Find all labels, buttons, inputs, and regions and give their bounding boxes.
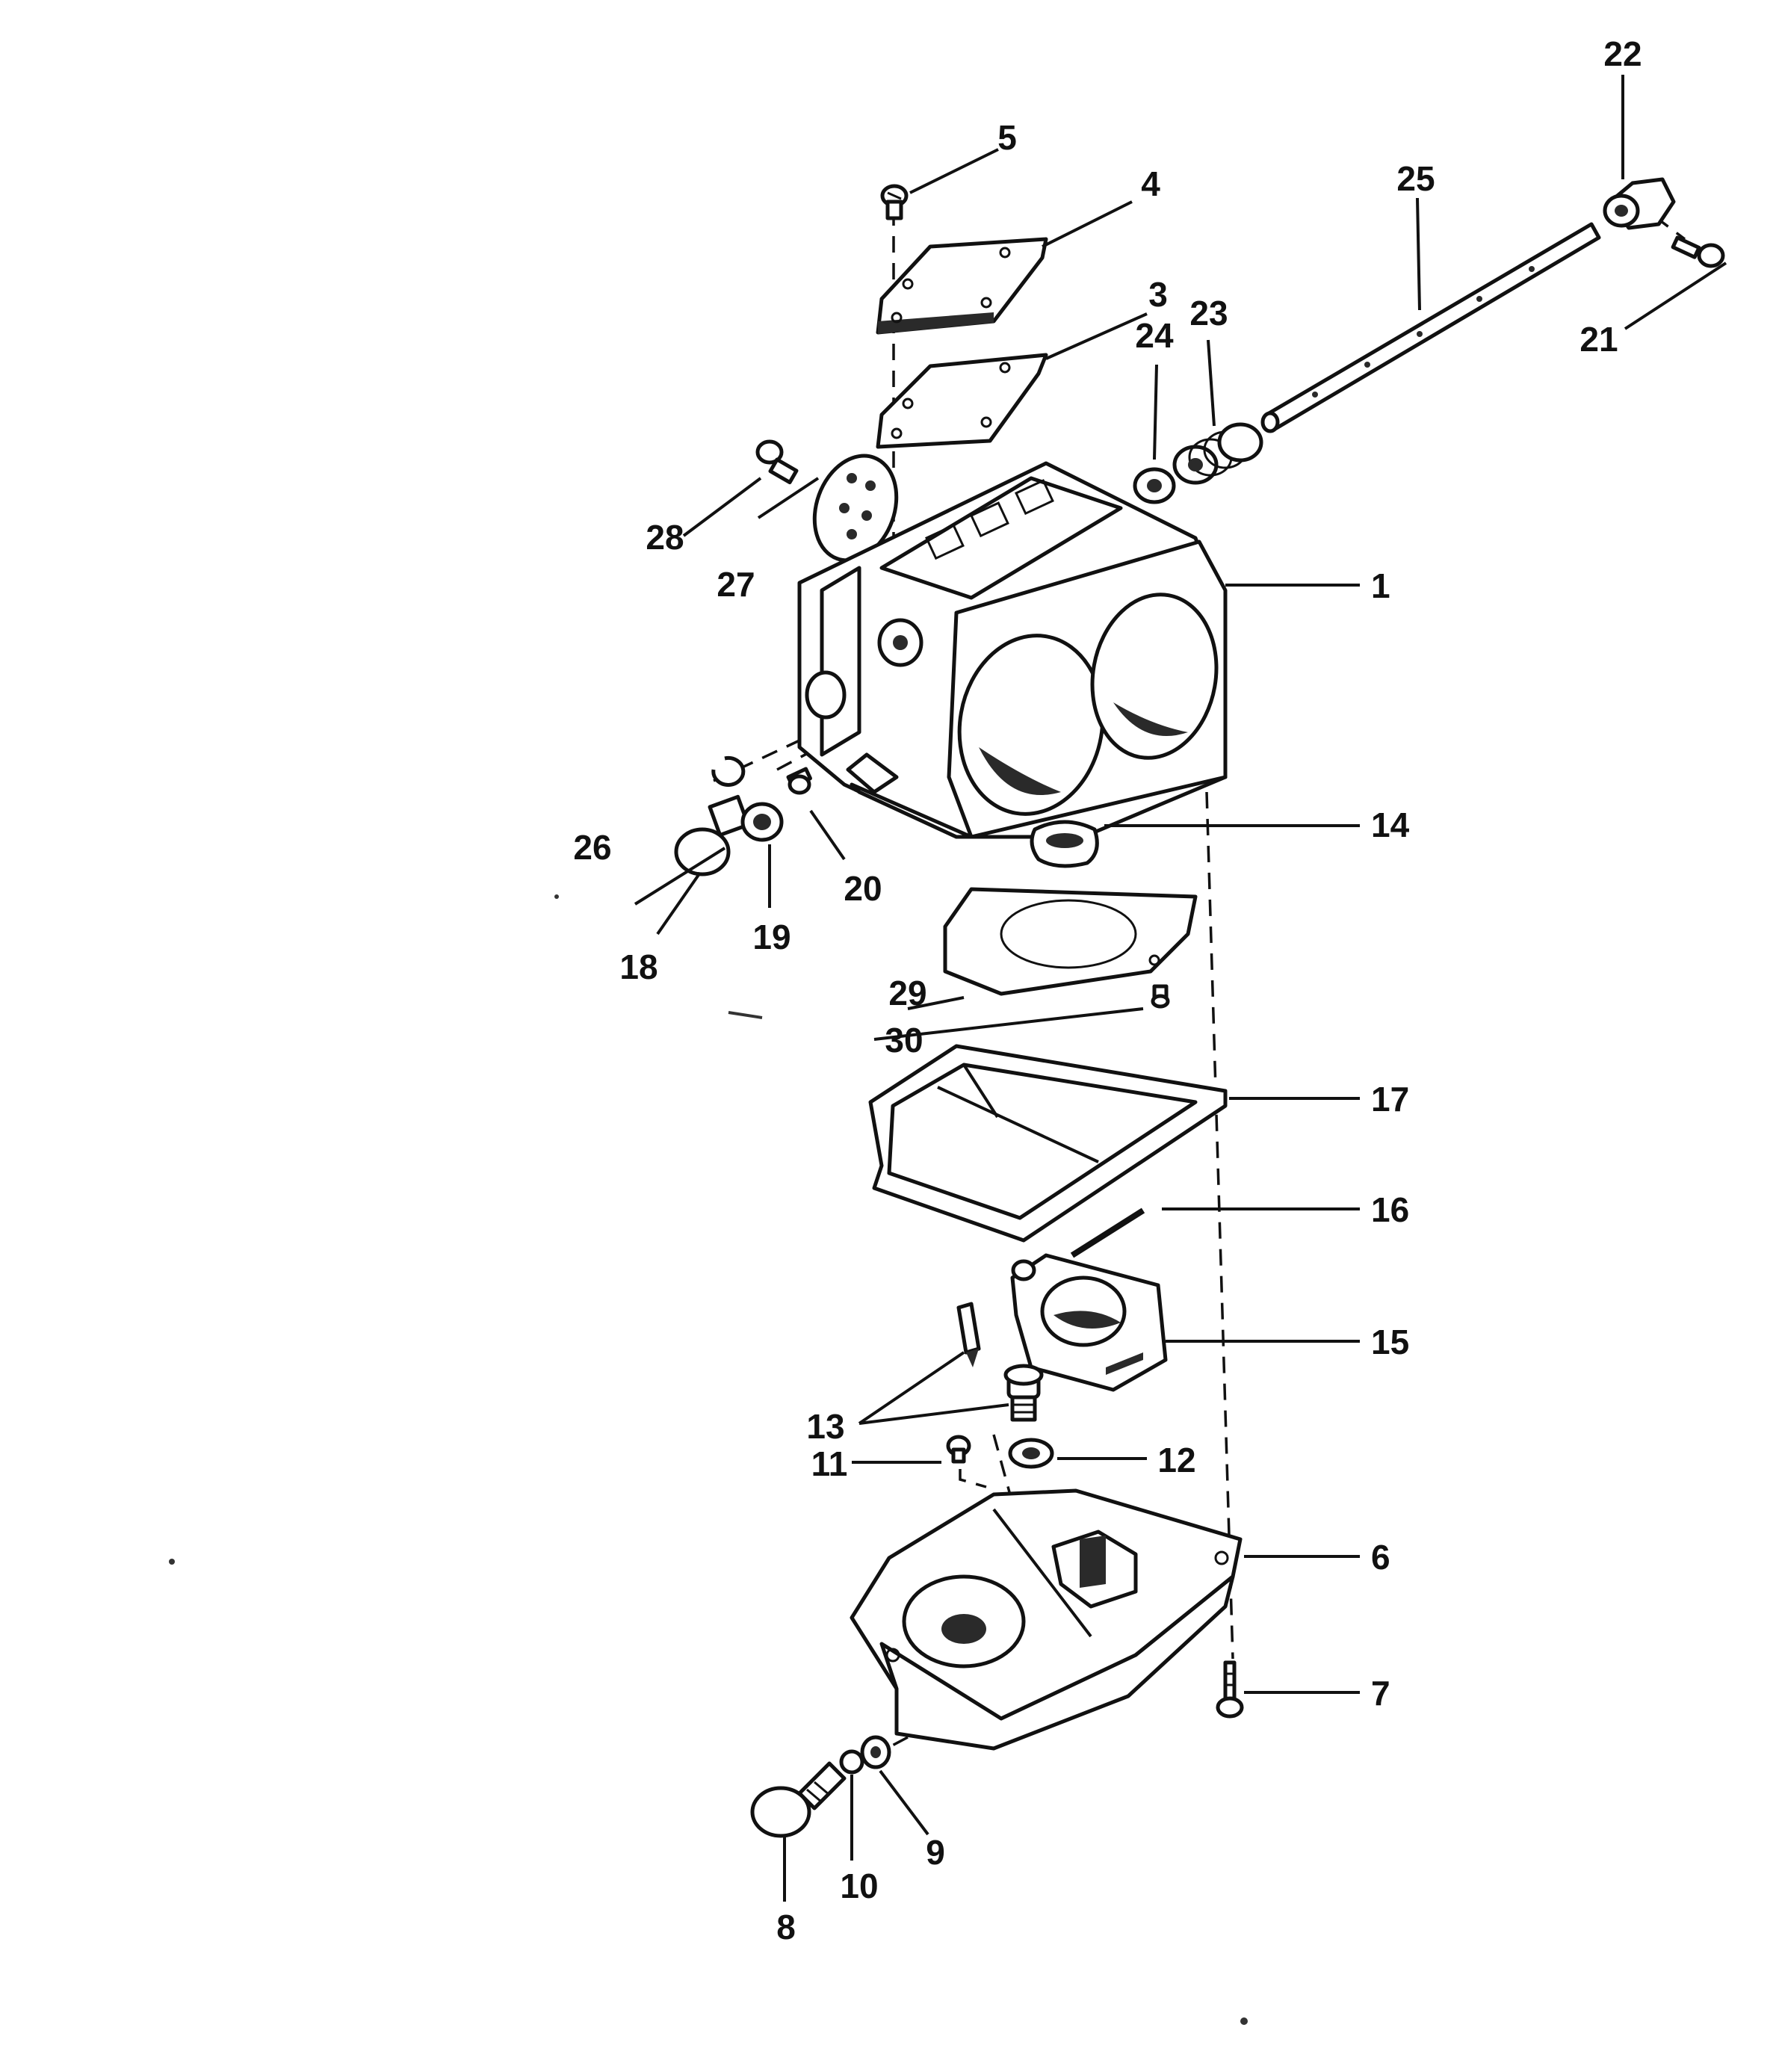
label-part-28: 28 — [646, 518, 684, 557]
label-part-26: 26 — [573, 828, 611, 867]
part-1-carburetor-body — [797, 461, 1228, 839]
part-19-washer — [740, 802, 784, 842]
part-17-gasket — [868, 1044, 1228, 1243]
part-4-cover-plate — [876, 237, 1048, 335]
part-6-float-bowl — [850, 1488, 1243, 1751]
label-part-1: 1 — [1371, 566, 1390, 605]
part-23-spring — [1172, 422, 1263, 485]
part-22-lever — [1603, 177, 1676, 230]
label-part-12: 12 — [1157, 1441, 1195, 1479]
part-21-screw — [1671, 235, 1725, 268]
scan-specks — [169, 894, 1248, 2025]
label-part-11: 11 — [811, 1444, 848, 1483]
label-part-16: 16 — [1371, 1190, 1409, 1229]
label-part-25: 25 — [1396, 159, 1435, 198]
leader-lines — [634, 75, 1727, 1902]
part-16-pin — [1070, 1207, 1145, 1258]
label-part-15: 15 — [1371, 1323, 1409, 1361]
part-20-screw — [786, 767, 812, 795]
label-part-29: 29 — [888, 974, 926, 1012]
part-14-seal — [1030, 820, 1099, 868]
part-26-clip — [711, 756, 746, 787]
label-part-13: 13 — [806, 1407, 844, 1446]
label-part-6: 6 — [1371, 1538, 1390, 1577]
label-part-3: 3 — [1148, 275, 1168, 314]
label-part-9: 9 — [926, 1833, 945, 1872]
label-part-14: 14 — [1371, 805, 1410, 844]
part-8-plug — [750, 1761, 847, 1838]
label-part-24: 24 — [1135, 316, 1174, 355]
part-labels: 5 4 3 24 23 25 22 21 1 28 27 14 26 20 19… — [573, 34, 1642, 1946]
part-11-screw — [946, 1435, 971, 1464]
part-24-washer — [1133, 467, 1176, 504]
part-25-shaft — [1260, 222, 1601, 433]
part-3-gasket — [876, 353, 1048, 449]
label-part-27: 27 — [717, 565, 755, 604]
part-13-needle-valve — [956, 1302, 1044, 1422]
label-part-23: 23 — [1189, 294, 1228, 333]
label-part-10: 10 — [840, 1867, 878, 1905]
label-part-7: 7 — [1371, 1674, 1390, 1713]
label-part-17: 17 — [1371, 1080, 1409, 1119]
part-5-screw — [880, 184, 909, 220]
label-part-19: 19 — [752, 918, 790, 956]
label-part-5: 5 — [997, 118, 1017, 157]
label-part-30: 30 — [885, 1021, 923, 1060]
label-part-20: 20 — [844, 869, 882, 908]
label-part-21: 21 — [1579, 320, 1618, 359]
label-part-22: 22 — [1603, 34, 1642, 73]
part-10-gasket — [839, 1749, 864, 1775]
part-29-gasket — [943, 887, 1198, 996]
label-part-4: 4 — [1141, 164, 1160, 203]
label-part-8: 8 — [776, 1908, 796, 1946]
part-15-float — [1010, 1253, 1168, 1392]
part-30-screw — [1151, 984, 1170, 1009]
part-9-washer — [860, 1735, 891, 1769]
part-28-screw — [755, 439, 799, 485]
part-18-plug — [674, 794, 750, 876]
part-27-plate — [812, 454, 899, 563]
label-part-18: 18 — [619, 947, 658, 986]
part-12-washer — [1008, 1438, 1054, 1469]
part-7-screw — [1216, 1660, 1244, 1719]
